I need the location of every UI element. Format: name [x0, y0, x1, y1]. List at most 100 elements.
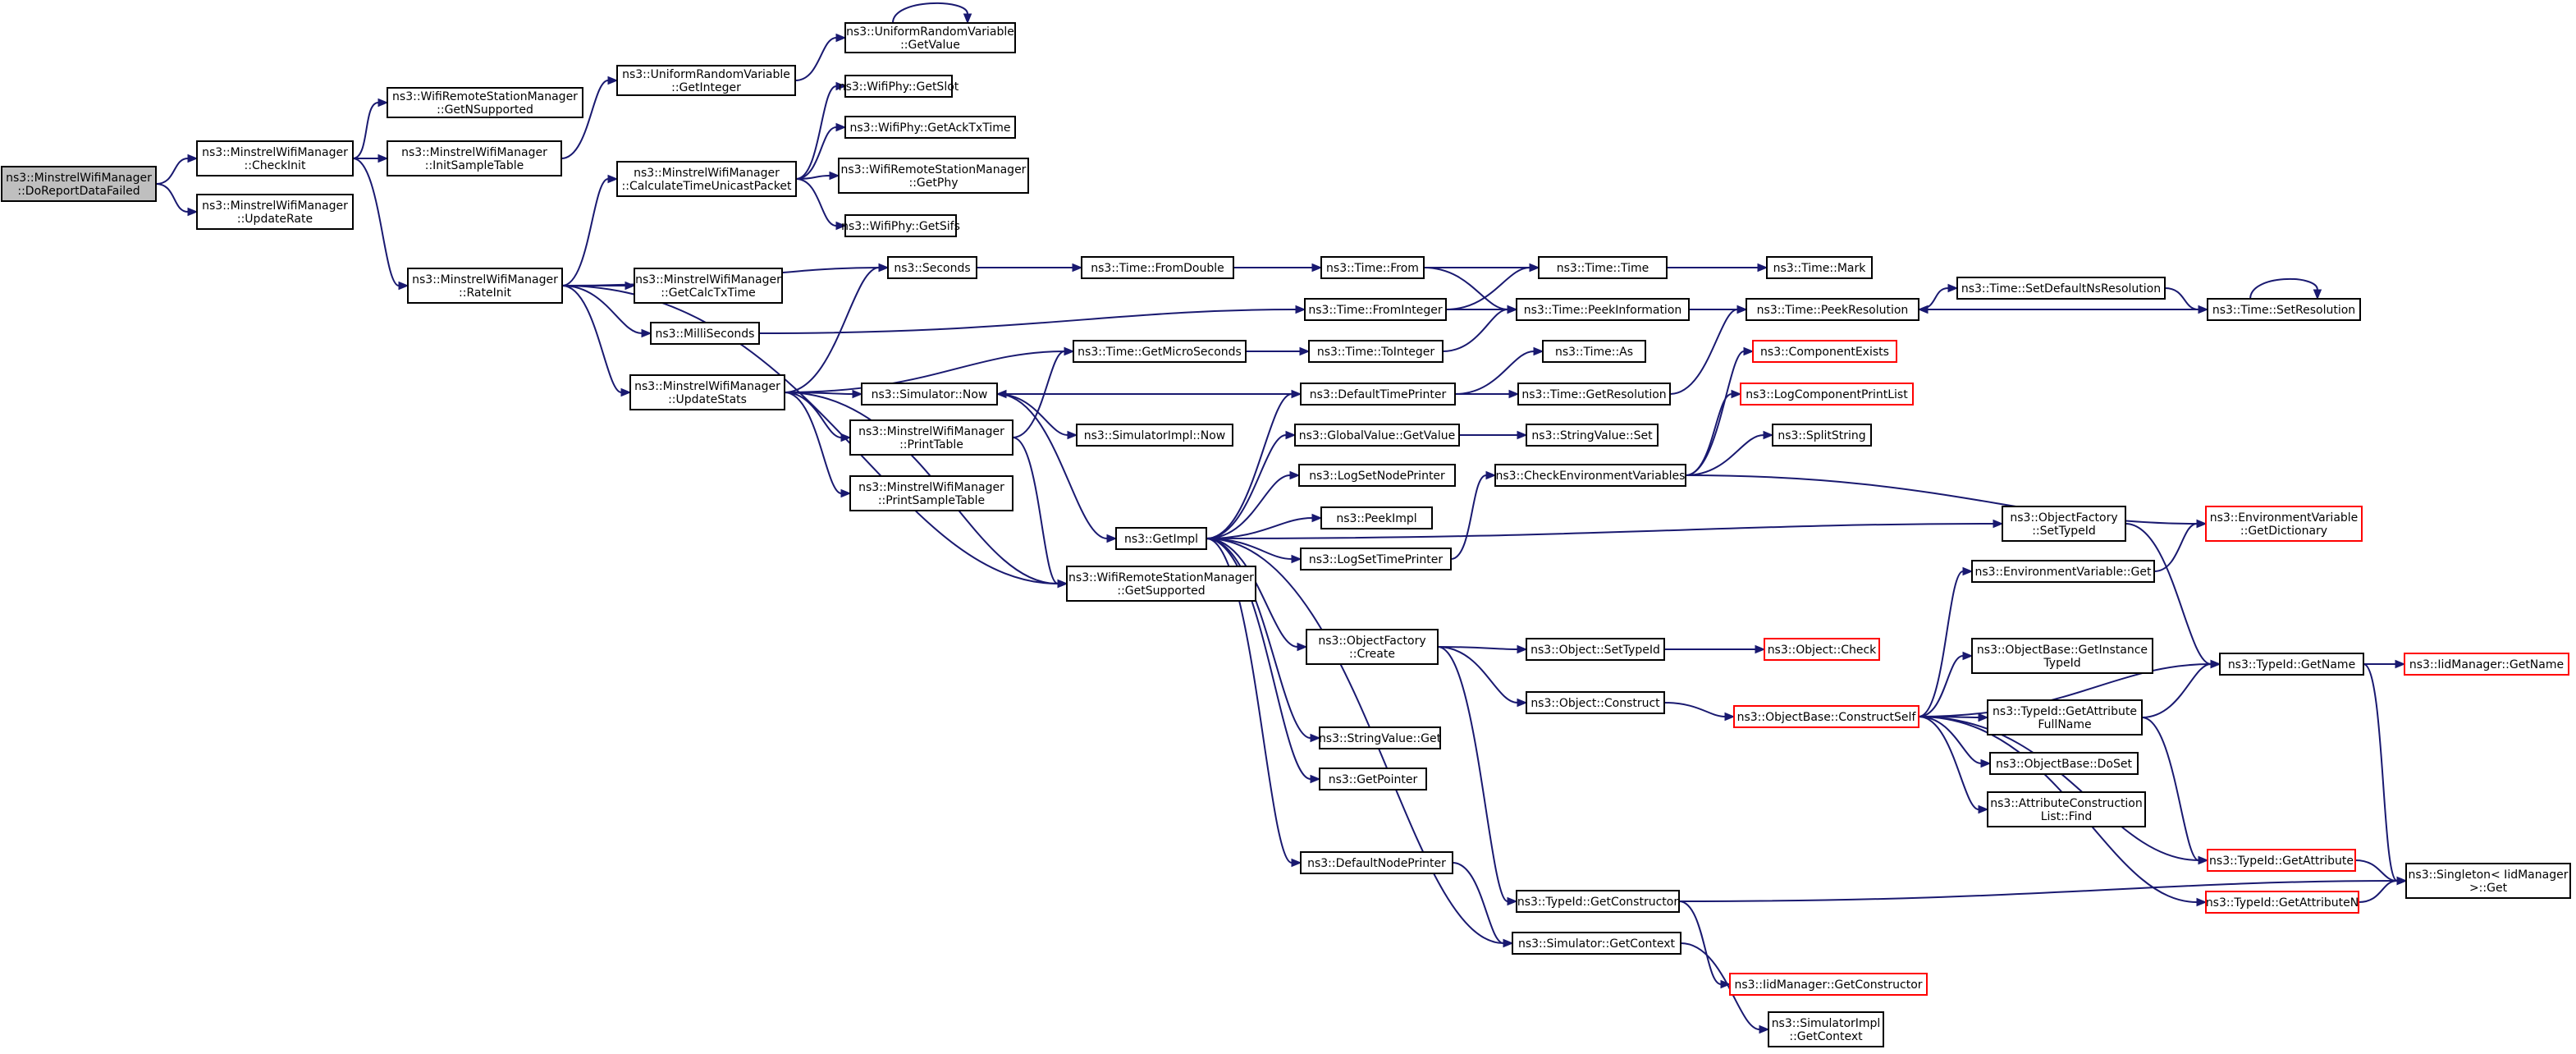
- node-peekimpl[interactable]: ns3::PeekImpl: [1320, 506, 1433, 529]
- node-printtable[interactable]: ns3::MinstrelWifiManager::PrintTable: [849, 419, 1013, 456]
- node-singleton[interactable]: ns3::Singleton< IidManager >::Get: [2405, 863, 2571, 899]
- node-lognodeprinter[interactable]: ns3::LogSetNodePrinter: [1298, 464, 1456, 487]
- node-getsifs[interactable]: ns3::WifiPhy::GetSifs: [841, 214, 960, 237]
- node-box: [1989, 752, 2139, 775]
- node-box: [1073, 340, 1247, 363]
- node-getmicro[interactable]: ns3::Time::GetMicroSeconds: [1073, 340, 1247, 363]
- node-from[interactable]: ns3::Time::From: [1320, 256, 1425, 279]
- node-gvgetvalue[interactable]: ns3::GlobalValue::GetValue: [1294, 424, 1460, 447]
- node-label: ns3::MinstrelWifiManager: [635, 273, 781, 286]
- node-tidgetname[interactable]: ns3::TypeId::GetName: [2219, 653, 2364, 676]
- node-svget[interactable]: ns3::StringValue::Get: [1319, 726, 1442, 749]
- node-box: [1526, 691, 1665, 714]
- node-label: ns3::LogComponentPrintList: [1746, 388, 1908, 401]
- node-box: [407, 268, 563, 304]
- node-getconstructor[interactable]: ns3::TypeId::GetConstructor: [1516, 890, 1680, 913]
- node-box: [629, 374, 785, 410]
- node-label: ::UpdateRate: [237, 213, 313, 226]
- node-constructself[interactable]: ns3::ObjectBase::ConstructSelf: [1733, 705, 1919, 728]
- node-label: ns3::Object::Check: [1768, 644, 1877, 657]
- node-label: ns3::MinstrelWifiManager: [202, 199, 348, 213]
- node-label: ns3::MilliSeconds: [656, 328, 755, 341]
- node-getattribute[interactable]: ns3::TypeId::GetAttribute: [2207, 849, 2356, 872]
- node-box: [844, 22, 1016, 53]
- node-getphy[interactable]: ns3::WifiRemoteStationManager::GetPhy: [838, 158, 1029, 194]
- node-svset[interactable]: ns3::StringValue::Set: [1526, 424, 1659, 447]
- node-checkinit[interactable]: ns3::MinstrelWifiManager::CheckInit: [196, 140, 354, 176]
- node-compexists[interactable]: ns3::ComponentExists: [1752, 340, 1897, 363]
- node-objcheck[interactable]: ns3::Object::Check: [1764, 638, 1880, 661]
- node-root[interactable]: ns3::MinstrelWifiManager::DoReportDataFa…: [1, 166, 157, 202]
- node-label: ::GetInteger: [671, 81, 741, 94]
- node-simimplgetcontext[interactable]: ns3::SimulatorImpl::GetContext: [1768, 1011, 1884, 1047]
- node-label: ns3::MinstrelWifiManager: [634, 167, 780, 180]
- node-box: [1494, 464, 1686, 487]
- node-rateinit[interactable]: ns3::MinstrelWifiManager::RateInit: [407, 268, 563, 304]
- node-box: [634, 268, 783, 304]
- node-getslot[interactable]: ns3::WifiPhy::GetSlot: [839, 75, 959, 98]
- node-objsettypeid[interactable]: ns3::Object::SetTypeId: [1526, 638, 1665, 661]
- node-logcomplist[interactable]: ns3::LogComponentPrintList: [1740, 383, 1914, 406]
- node-objconstruct[interactable]: ns3::Object::Construct: [1526, 691, 1665, 714]
- node-time[interactable]: ns3::Time::Time: [1538, 256, 1668, 279]
- call-edge-deftimeprinter-to-getresolution: [1455, 389, 1520, 399]
- node-box: [1, 166, 157, 202]
- node-defnodeprinter[interactable]: ns3::DefaultNodePrinter: [1300, 851, 1453, 874]
- node-getresolution[interactable]: ns3::Time::GetResolution: [1517, 383, 1671, 406]
- node-peekinfo[interactable]: ns3::Time::PeekInformation: [1516, 298, 1690, 321]
- node-calctime[interactable]: ns3::MinstrelWifiManager::CalculateTimeU…: [616, 161, 797, 197]
- node-as[interactable]: ns3::Time::As: [1542, 340, 1646, 363]
- node-label: ns3::TypeId::GetAttribute: [2209, 855, 2354, 868]
- node-box: [838, 158, 1029, 194]
- node-getcalctx[interactable]: ns3::MinstrelWifiManager::GetCalcTxTime: [634, 268, 783, 304]
- node-deftimeprinter[interactable]: ns3::DefaultTimePrinter: [1300, 383, 1456, 406]
- node-envgetdict[interactable]: ns3::EnvironmentVariable::GetDictionary: [2205, 506, 2363, 542]
- node-label: ns3::SplitString: [1778, 429, 1865, 442]
- node-box: [849, 475, 1013, 511]
- node-envget[interactable]: ns3::EnvironmentVariable::Get: [1971, 560, 2155, 583]
- node-urv-getinteger[interactable]: ns3::UniformRandomVariable::GetInteger: [616, 65, 796, 96]
- node-simimplnow[interactable]: ns3::SimulatorImpl::Now: [1076, 424, 1233, 447]
- node-label: ns3::TypeId::GetConstructor: [1517, 896, 1678, 909]
- node-getpointer[interactable]: ns3::GetPointer: [1319, 768, 1427, 790]
- node-splitstring[interactable]: ns3::SplitString: [1772, 424, 1872, 447]
- node-getimpl[interactable]: ns3::GetImpl: [1115, 527, 1207, 550]
- node-tointeger[interactable]: ns3::Time::ToInteger: [1308, 340, 1444, 363]
- node-updaterate[interactable]: ns3::MinstrelWifiManager::UpdateRate: [196, 194, 354, 230]
- node-frominteger[interactable]: ns3::Time::FromInteger: [1304, 298, 1447, 321]
- node-initsample[interactable]: ns3::MinstrelWifiManager::InitSampleTabl…: [387, 140, 562, 176]
- node-getsupported[interactable]: ns3::WifiRemoteStationManager::GetSuppor…: [1066, 566, 1256, 602]
- node-printsample[interactable]: ns3::MinstrelWifiManager::PrintSampleTab…: [849, 475, 1013, 511]
- node-label: ns3::Singleton< IidManager: [2409, 868, 2569, 882]
- node-simgetcontext[interactable]: ns3::Simulator::GetContext: [1512, 932, 1681, 955]
- node-ofcreate[interactable]: ns3::ObjectFactory::Create: [1306, 629, 1439, 665]
- call-edge-getimpl-to-ofsettypeid: [1206, 519, 2004, 539]
- node-iidgetname[interactable]: ns3::IidManager::GetName: [2404, 653, 2569, 676]
- call-edge-simgetcontext-to-simimplgetcontext: [1680, 942, 1770, 1034]
- call-edge-frominteger-to-time: [1445, 263, 1540, 310]
- node-peekres[interactable]: ns3::Time::PeekResolution: [1746, 298, 1919, 321]
- node-box: [1752, 340, 1897, 363]
- node-getacktx[interactable]: ns3::WifiPhy::GetAckTxTime: [844, 116, 1016, 139]
- node-urv-getvalue[interactable]: ns3::UniformRandomVariable::GetValue: [844, 22, 1016, 53]
- node-ofsettypeid[interactable]: ns3::ObjectFactory::SetTypeId: [2002, 506, 2126, 542]
- node-iidgetconstructor[interactable]: ns3::IidManager::GetConstructor: [1729, 973, 1928, 996]
- node-dosset[interactable]: ns3::ObjectBase::DoSet: [1989, 752, 2139, 775]
- node-updatestats[interactable]: ns3::MinstrelWifiManager::UpdateStats: [629, 374, 785, 410]
- node-setres[interactable]: ns3::Time::SetResolution: [2207, 298, 2361, 321]
- node-simnow[interactable]: ns3::Simulator::Now: [861, 383, 998, 406]
- node-mark[interactable]: ns3::Time::Mark: [1766, 256, 1873, 279]
- node-milliseconds[interactable]: ns3::MilliSeconds: [650, 322, 760, 345]
- node-getattributen[interactable]: ns3::TypeId::GetAttributeN: [2205, 891, 2359, 914]
- node-seconds[interactable]: ns3::Seconds: [887, 256, 977, 279]
- node-setdefaultns[interactable]: ns3::Time::SetDefaultNsResolution: [1956, 277, 2166, 300]
- function-nodes: ns3::MinstrelWifiManager::DoReportDataFa…: [1, 22, 2571, 1047]
- node-fromdouble[interactable]: ns3::Time::FromDouble: [1081, 256, 1234, 279]
- node-label: ns3::Time::FromInteger: [1308, 304, 1442, 317]
- node-checkenv[interactable]: ns3::CheckEnvironmentVariables: [1494, 464, 1686, 487]
- node-getnsupported[interactable]: ns3::WifiRemoteStationManager::GetNSuppo…: [387, 87, 583, 118]
- node-logtimeprinter[interactable]: ns3::LogSetTimePrinter: [1300, 548, 1452, 571]
